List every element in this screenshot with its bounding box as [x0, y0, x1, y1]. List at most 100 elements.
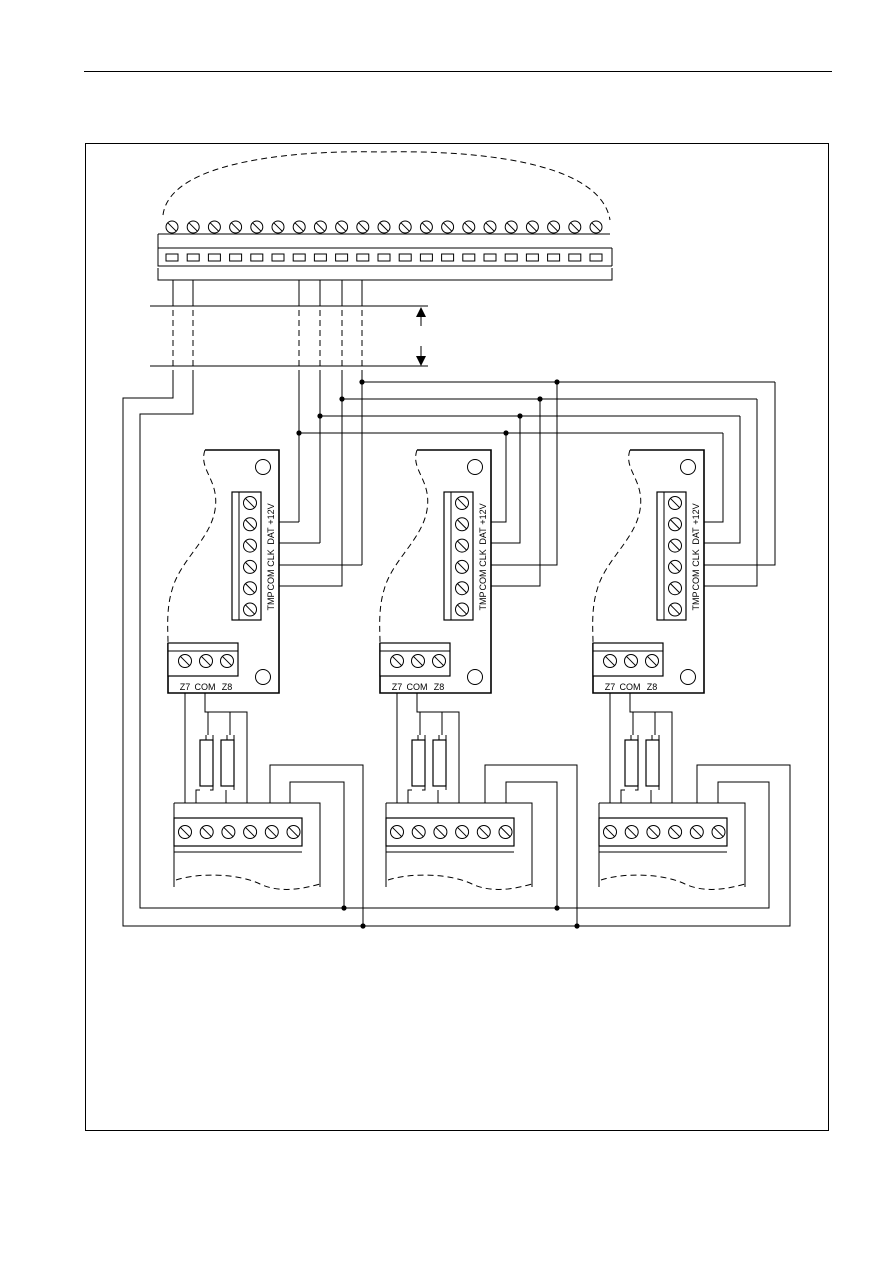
terminal-screw-icon — [668, 581, 682, 596]
contact-pad — [525, 253, 539, 262]
terminal-screw-icon — [668, 825, 683, 839]
contact-pad — [313, 253, 327, 262]
contact-pad — [483, 253, 497, 262]
contact-pad — [186, 253, 200, 262]
bus-terminal-label: +12V — [478, 503, 488, 524]
zone-terminal-label: Z8 — [434, 682, 445, 692]
terminal-screw-icon — [455, 602, 469, 617]
terminal-screw-icon — [390, 654, 404, 668]
contact-pad — [292, 253, 306, 262]
terminal-screw-icon — [178, 654, 192, 668]
resistor-icon — [624, 739, 639, 787]
terminal-screw-icon — [462, 220, 476, 234]
terminal-screw-icon — [603, 654, 617, 668]
bus-terminal-label: DAT — [266, 527, 276, 545]
mount-hole — [680, 669, 696, 685]
terminal-screw-icon — [568, 220, 582, 234]
terminal-screw-icon — [668, 496, 682, 510]
distance-marker — [150, 305, 428, 367]
terminal-screw-icon — [264, 825, 279, 839]
bus-terminal-label: COM — [691, 570, 701, 591]
zone-terminal-label: Z8 — [647, 682, 658, 692]
terminal-screw-icon — [476, 825, 491, 839]
zone-terminal-label: Z8 — [222, 682, 233, 692]
bus-terminal-label: COM — [266, 570, 276, 591]
contact-pad — [250, 253, 264, 262]
terminal-screw-icon — [547, 220, 561, 234]
terminal-screw-icon — [455, 538, 469, 553]
zone-terminal-label: Z7 — [392, 682, 403, 692]
return-wiring — [122, 372, 791, 929]
contact-pad — [462, 253, 476, 262]
bus-terminal-label: CLK — [266, 549, 276, 567]
terminal-screw-icon — [525, 220, 539, 234]
zone-terminal-label: Z7 — [605, 682, 616, 692]
resistor-icon — [432, 739, 447, 787]
bus-wiring — [262, 372, 776, 587]
terminal-screw-icon — [271, 220, 285, 234]
terminal-screw-icon — [455, 825, 470, 839]
panel-contact-pads — [165, 253, 603, 262]
field-terminal-blocks — [173, 802, 746, 890]
terminal-screw-icon — [589, 220, 603, 234]
panel-screw-terminals — [165, 220, 603, 234]
terminal-screw-icon — [243, 602, 257, 617]
bus-terminal-label: TMP — [691, 592, 701, 611]
field-terminal-block — [598, 802, 746, 890]
terminal-screw-icon — [711, 825, 726, 839]
terminal-screw-icon — [207, 220, 221, 234]
bus-terminal-label: COM — [478, 570, 488, 591]
arrow-down-icon — [416, 356, 426, 366]
terminal-screw-icon — [229, 220, 243, 234]
terminal-screw-icon — [286, 825, 301, 839]
terminal-screw-icon — [668, 559, 682, 574]
mount-hole — [467, 459, 483, 475]
resistor-icon — [411, 739, 426, 787]
terminal-screw-icon — [646, 825, 661, 839]
mount-hole — [255, 459, 271, 475]
bus-terminal-label: TMP — [478, 592, 488, 611]
resistor-icon — [220, 739, 235, 787]
contact-pad — [589, 253, 603, 262]
contact-pad — [504, 253, 518, 262]
terminal-screw-icon — [292, 220, 306, 234]
terminal-screw-icon — [313, 220, 327, 234]
terminal-screw-icon — [433, 825, 448, 839]
resistor-icon — [199, 739, 214, 787]
bus-terminal-label: CLK — [478, 549, 488, 567]
terminal-screw-icon — [243, 496, 257, 510]
terminal-screw-icon — [199, 825, 214, 839]
terminal-screw-icon — [199, 654, 213, 668]
field-terminal-block — [173, 802, 321, 890]
bus-terminal-label: CLK — [691, 549, 701, 567]
figure-frame — [85, 143, 829, 1131]
contact-pad — [207, 253, 221, 262]
terminal-screw-icon — [624, 825, 639, 839]
mount-hole — [255, 669, 271, 685]
terminal-screw-icon — [390, 825, 404, 839]
zone-terminal-label: COM — [620, 682, 641, 692]
terminal-screw-icon — [689, 825, 704, 839]
terminal-screw-icon — [419, 220, 433, 234]
bus-terminal-label: +12V — [691, 503, 701, 524]
field-terminal-block — [385, 802, 533, 890]
contact-pad — [568, 253, 582, 262]
contact-pad — [229, 253, 243, 262]
terminal-screw-icon — [668, 538, 682, 553]
contact-pad — [356, 253, 370, 262]
terminal-screw-icon — [243, 517, 257, 532]
terminal-screw-icon — [243, 825, 258, 839]
terminal-screw-icon — [603, 825, 617, 839]
terminal-screw-icon — [221, 825, 236, 839]
terminal-screw-icon — [186, 220, 200, 234]
contact-pad — [377, 253, 391, 262]
panel-outline-dashed — [162, 151, 611, 221]
terminal-screw-icon — [455, 496, 469, 510]
contact-pad — [165, 253, 179, 262]
terminal-screw-icon — [504, 220, 518, 234]
